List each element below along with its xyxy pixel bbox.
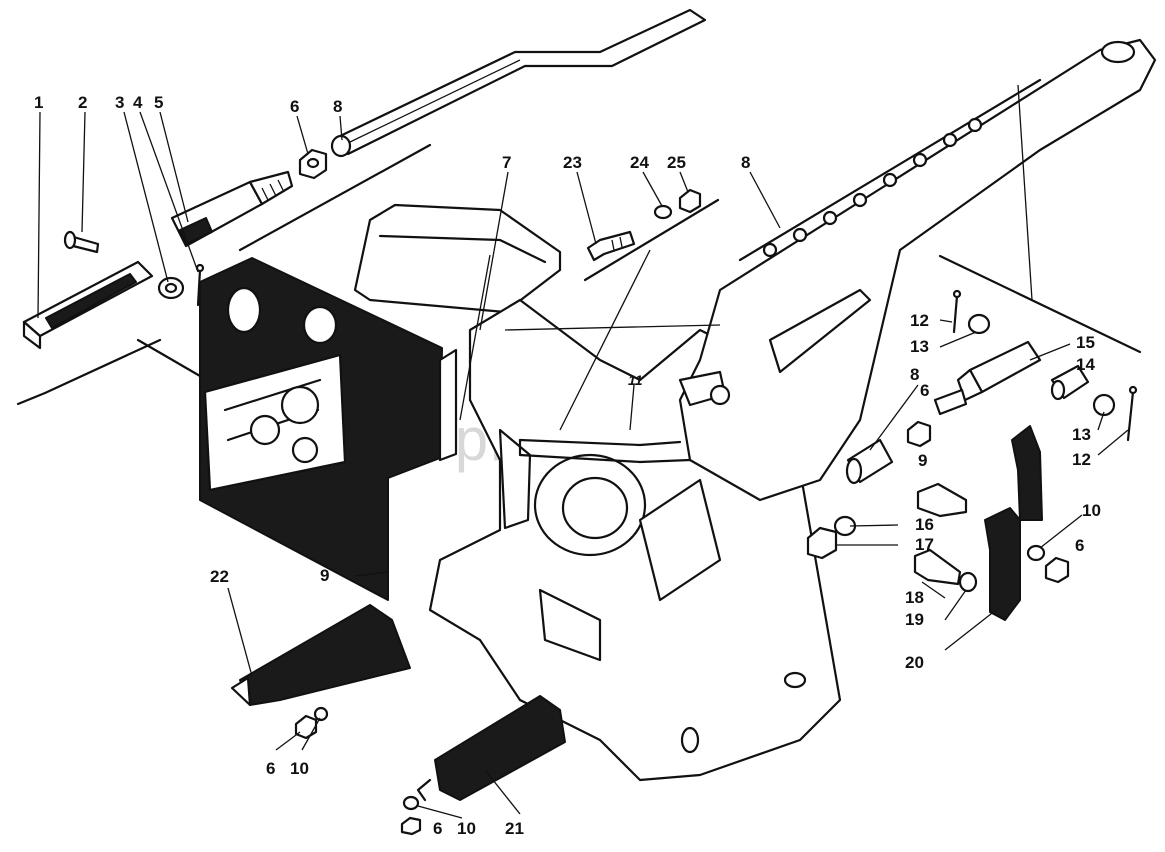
sleeve-8-small — [845, 438, 894, 485]
callout-13-lower: 13 — [1072, 425, 1091, 444]
fork-bracket-1 — [22, 260, 154, 350]
nut-6-top — [298, 148, 328, 180]
long-leader-lines — [459, 84, 1033, 431]
assembly-axis-lines — [16, 143, 1142, 406]
callout-6-bottom: 6 — [433, 819, 442, 838]
nut-6-lower-left — [294, 714, 318, 740]
terminal-row — [762, 117, 983, 258]
callout-8-right: 8 — [741, 153, 750, 172]
callout-4: 4 — [133, 93, 143, 112]
nut-6-right — [1044, 556, 1070, 584]
nut-25 — [678, 188, 702, 214]
washer-10-bottom — [402, 795, 420, 811]
side-housing — [678, 38, 1157, 502]
callout-12-upper: 12 — [910, 311, 929, 330]
callout-3: 3 — [115, 93, 124, 112]
pin-14 — [1050, 364, 1090, 401]
washer-10-lower-left — [313, 706, 329, 722]
callout-8-small: 8 — [910, 365, 919, 384]
callout-10-bottom: 10 — [457, 819, 476, 838]
callout-23: 23 — [563, 153, 582, 172]
callout-1: 1 — [34, 93, 43, 112]
callout-18: 18 — [905, 588, 924, 607]
rod-top — [330, 8, 707, 158]
callout-6-top: 6 — [290, 97, 299, 116]
callout-10-lower-left: 10 — [290, 759, 309, 778]
callout-6-mid: 6 — [920, 381, 929, 400]
callout-6-right: 6 — [1075, 536, 1084, 555]
callout-13-upper: 13 — [910, 337, 929, 356]
callout-10-right: 10 — [1082, 501, 1101, 520]
callout-20: 20 — [905, 653, 924, 672]
washer-13-lower — [1092, 393, 1116, 417]
callout-25: 25 — [667, 153, 686, 172]
callout-6-lower-left: 6 — [266, 759, 275, 778]
callout-5: 5 — [154, 93, 163, 112]
callout-22: 22 — [210, 567, 229, 586]
callout-12-lower: 12 — [1072, 450, 1091, 469]
callout-17: 17 — [915, 535, 934, 554]
lever-20 — [984, 425, 1043, 621]
clevis-5 — [170, 170, 294, 248]
footstep-21 — [416, 695, 566, 802]
callout-24: 24 — [630, 153, 649, 172]
callout-14: 14 — [1076, 355, 1095, 374]
clevis-15 — [933, 340, 1042, 416]
bolt-18 — [913, 548, 962, 586]
callout-7: 7 — [502, 153, 511, 172]
callout-15: 15 — [1076, 333, 1095, 352]
nut-6-bottom — [400, 816, 422, 836]
callout-11: 11 — [628, 372, 643, 388]
callout-9-left: 9 — [320, 566, 329, 585]
callout-21: 21 — [505, 819, 524, 838]
bolt-2 — [63, 230, 100, 254]
callout-leaders — [37, 111, 1129, 819]
callout-9-right: 9 — [918, 451, 927, 470]
callout-16: 16 — [915, 515, 934, 534]
callout-2: 2 — [78, 93, 87, 112]
callout-labels: 1 2 3 4 5 6 8 7 23 24 25 8 12 13 15 14 8… — [34, 93, 1101, 838]
lever-11 — [518, 438, 692, 464]
washer-3 — [157, 276, 185, 300]
washer-19 — [958, 571, 978, 593]
footstep-22 — [230, 604, 411, 707]
cotter-pin-12-lower — [1126, 385, 1138, 442]
callout-8-top: 8 — [333, 97, 342, 116]
callout-19: 19 — [905, 610, 924, 629]
bolt-9 — [916, 482, 968, 518]
washer-10-right — [1026, 544, 1046, 562]
washer-24 — [653, 204, 673, 220]
bolt-23 — [586, 230, 636, 262]
mounting-plate — [199, 257, 458, 601]
cotter-pin-12-upper — [952, 289, 962, 334]
nut-17 — [806, 526, 838, 560]
washer-13-upper — [967, 313, 991, 335]
nut-6-mid — [906, 420, 932, 448]
